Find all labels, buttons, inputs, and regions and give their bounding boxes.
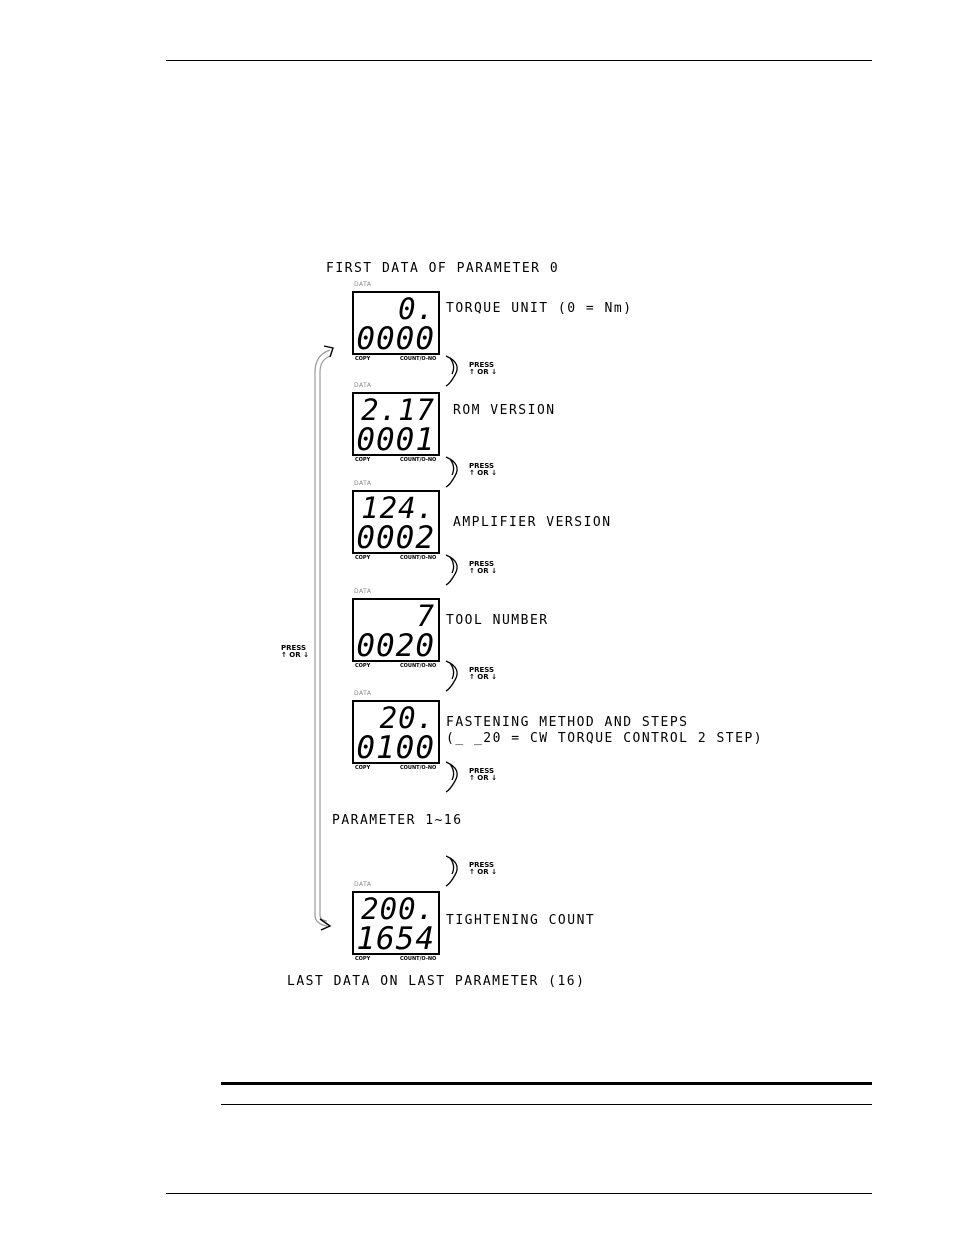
lcd-bottom-value: 0100 <box>356 730 435 766</box>
display-label: TIGHTENING COUNT <box>446 913 596 928</box>
lcd-footer-right: COUNT/O-NO <box>400 663 437 669</box>
lcd-footer-left: COPY <box>355 356 371 362</box>
lcd-top-value: 200. <box>361 892 435 926</box>
footer-rule <box>166 1193 872 1194</box>
press-connector <box>445 355 458 387</box>
diagram-header: FIRST DATA OF PARAMETER 0 <box>326 261 560 276</box>
press-hint: PRESS↑ OR ↓ <box>469 666 497 681</box>
lcd-display: 200.1654 <box>352 891 440 955</box>
press-hint: PRESS↑ OR ↓ <box>469 767 497 782</box>
press-hint: PRESS↑ OR ↓ <box>469 361 497 376</box>
lcd-footer-left: COPY <box>355 663 371 669</box>
lcd-display: 20.0100 <box>352 700 440 764</box>
lcd-bottom-value: 0000 <box>356 321 435 357</box>
lcd-footer-left: COPY <box>355 765 371 771</box>
display-label: FASTENING METHOD AND STEPS <box>446 715 689 730</box>
display-label: ROM VERSION <box>453 403 556 418</box>
press-connector <box>445 660 458 692</box>
arrowheads <box>319 345 334 931</box>
lcd-display: 124.0002 <box>352 490 440 554</box>
lcd-caption: DATA <box>354 588 372 595</box>
display-label: TOOL NUMBER <box>446 613 549 628</box>
display-label-note: (_ _20 = CW TORQUE CONTROL 2 STEP) <box>446 731 764 746</box>
press-connector-inner <box>449 556 455 574</box>
press-connector-inner <box>449 458 455 476</box>
lcd-caption: DATA <box>354 281 372 288</box>
lcd-footer-right: COUNT/O-NO <box>400 356 437 362</box>
press-hint: PRESS↑ OR ↓ <box>469 560 497 575</box>
lcd-display: 0.0000 <box>352 291 440 355</box>
display-label: TORQUE UNIT (0 = Nm) <box>446 301 633 316</box>
press-connector-inner <box>449 763 455 781</box>
lcd-bottom-value: 0001 <box>356 422 435 458</box>
lcd-footer-left: COPY <box>355 956 371 962</box>
lcd-caption: DATA <box>354 690 372 697</box>
side-press-label: PRESS ↑ OR ↓ <box>281 644 309 659</box>
press-connector <box>445 456 458 488</box>
press-hint: PRESS↑ OR ↓ <box>469 861 497 876</box>
press-connector-inner <box>449 357 455 375</box>
press-connector-inner <box>449 662 455 680</box>
lcd-top-value: 0. <box>398 292 435 326</box>
lcd-caption: DATA <box>354 480 372 487</box>
lcd-bottom-value: 0020 <box>356 628 435 664</box>
lcd-footer-right: COUNT/O-NO <box>400 956 437 962</box>
lcd-top-value: 20. <box>379 701 435 735</box>
lcd-footer-right: COUNT/O-NO <box>400 555 437 561</box>
lcd-footer-right: COUNT/O-NO <box>400 765 437 771</box>
press-hint: PRESS↑ OR ↓ <box>469 462 497 477</box>
lcd-top-value: 124. <box>361 491 435 525</box>
parameter-range-label: PARAMETER 1~16 <box>332 813 463 828</box>
top-rule <box>166 60 872 61</box>
display-label: AMPLIFIER VERSION <box>453 515 612 530</box>
bottom-thin-rule <box>221 1104 872 1105</box>
press-connector <box>445 855 458 887</box>
press-connector-inner <box>449 857 455 875</box>
lcd-bottom-value: 0002 <box>356 520 435 556</box>
lcd-caption: DATA <box>354 881 372 888</box>
lcd-footer-left: COPY <box>355 555 371 561</box>
side-vertical-arrow <box>314 349 331 927</box>
press-connector <box>445 761 458 793</box>
lcd-top-value: 2.17 <box>361 393 435 427</box>
lcd-caption: DATA <box>354 382 372 389</box>
diagram-footer: LAST DATA ON LAST PARAMETER (16) <box>287 974 586 989</box>
lcd-footer-left: COPY <box>355 457 371 463</box>
lcd-bottom-value: 1654 <box>356 921 435 957</box>
lcd-footer-right: COUNT/O-NO <box>400 457 437 463</box>
press-connector <box>445 554 458 586</box>
lcd-top-value: 7 <box>416 599 435 633</box>
bottom-thick-rule <box>221 1082 872 1085</box>
